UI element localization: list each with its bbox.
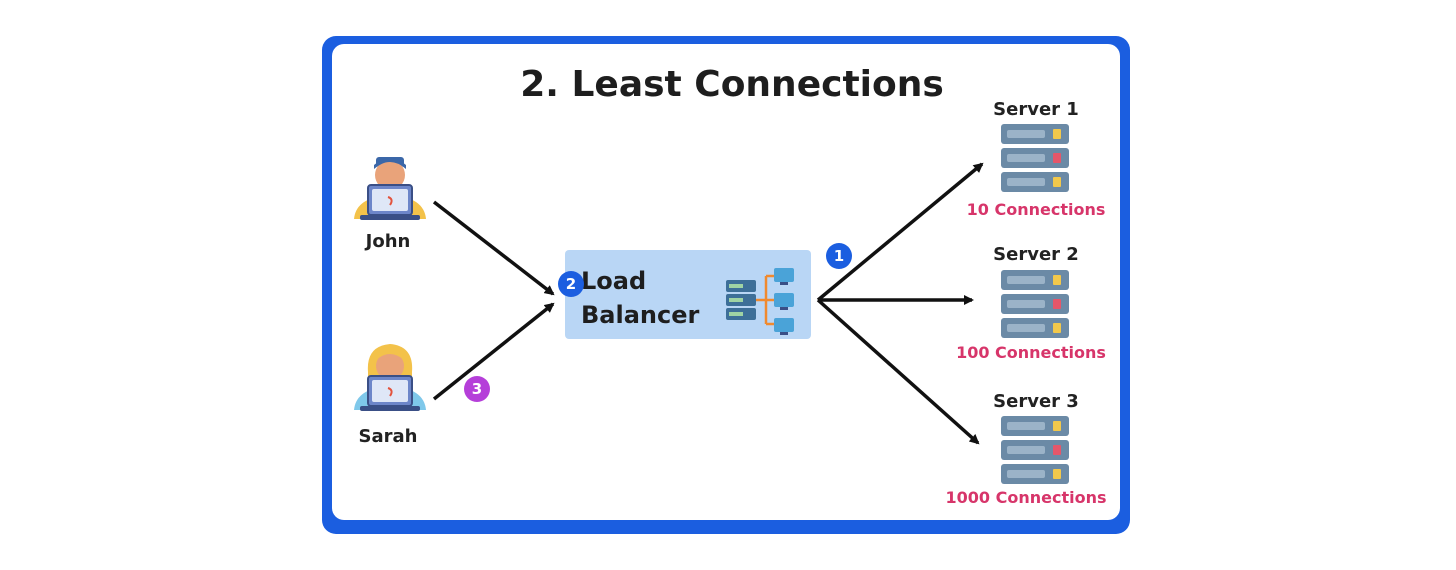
step-badge-1: 1 (826, 243, 852, 269)
server-1-connections: 10 Connections (966, 200, 1106, 219)
server-3-connections: 1000 Connections (945, 488, 1107, 507)
server-rack-icon-3 (1001, 416, 1069, 484)
server-rack-icon-1 (1001, 124, 1069, 192)
server-2-connections: 100 Connections (956, 343, 1106, 362)
client-name-sarah: Sarah (358, 426, 418, 447)
arrow-john-to-lb (432, 200, 555, 296)
server-3-title: Server 3 (993, 391, 1079, 412)
step-badge-2: 2 (558, 271, 584, 297)
client-name-john: John (365, 231, 411, 252)
user-laptop-icon-sarah (354, 344, 426, 411)
server-2-title: Server 2 (993, 244, 1079, 265)
arrow-lb-to-server3 (816, 298, 980, 445)
diagram-title: 2. Least Connections (520, 64, 944, 105)
step-badge-3: 3 (464, 376, 490, 402)
arrow-lb-to-server1 (816, 162, 984, 302)
arrow-sarah-to-lb (432, 302, 555, 401)
load-balancer-label-line2: Balancer (581, 301, 700, 329)
user-laptop-icon-john (354, 157, 426, 220)
server-rack-icon-2 (1001, 270, 1069, 338)
load-balancer-label-line1: Load (581, 267, 647, 295)
server-1-title: Server 1 (993, 99, 1079, 120)
load-balancer-label: Load Balancer (581, 264, 699, 332)
